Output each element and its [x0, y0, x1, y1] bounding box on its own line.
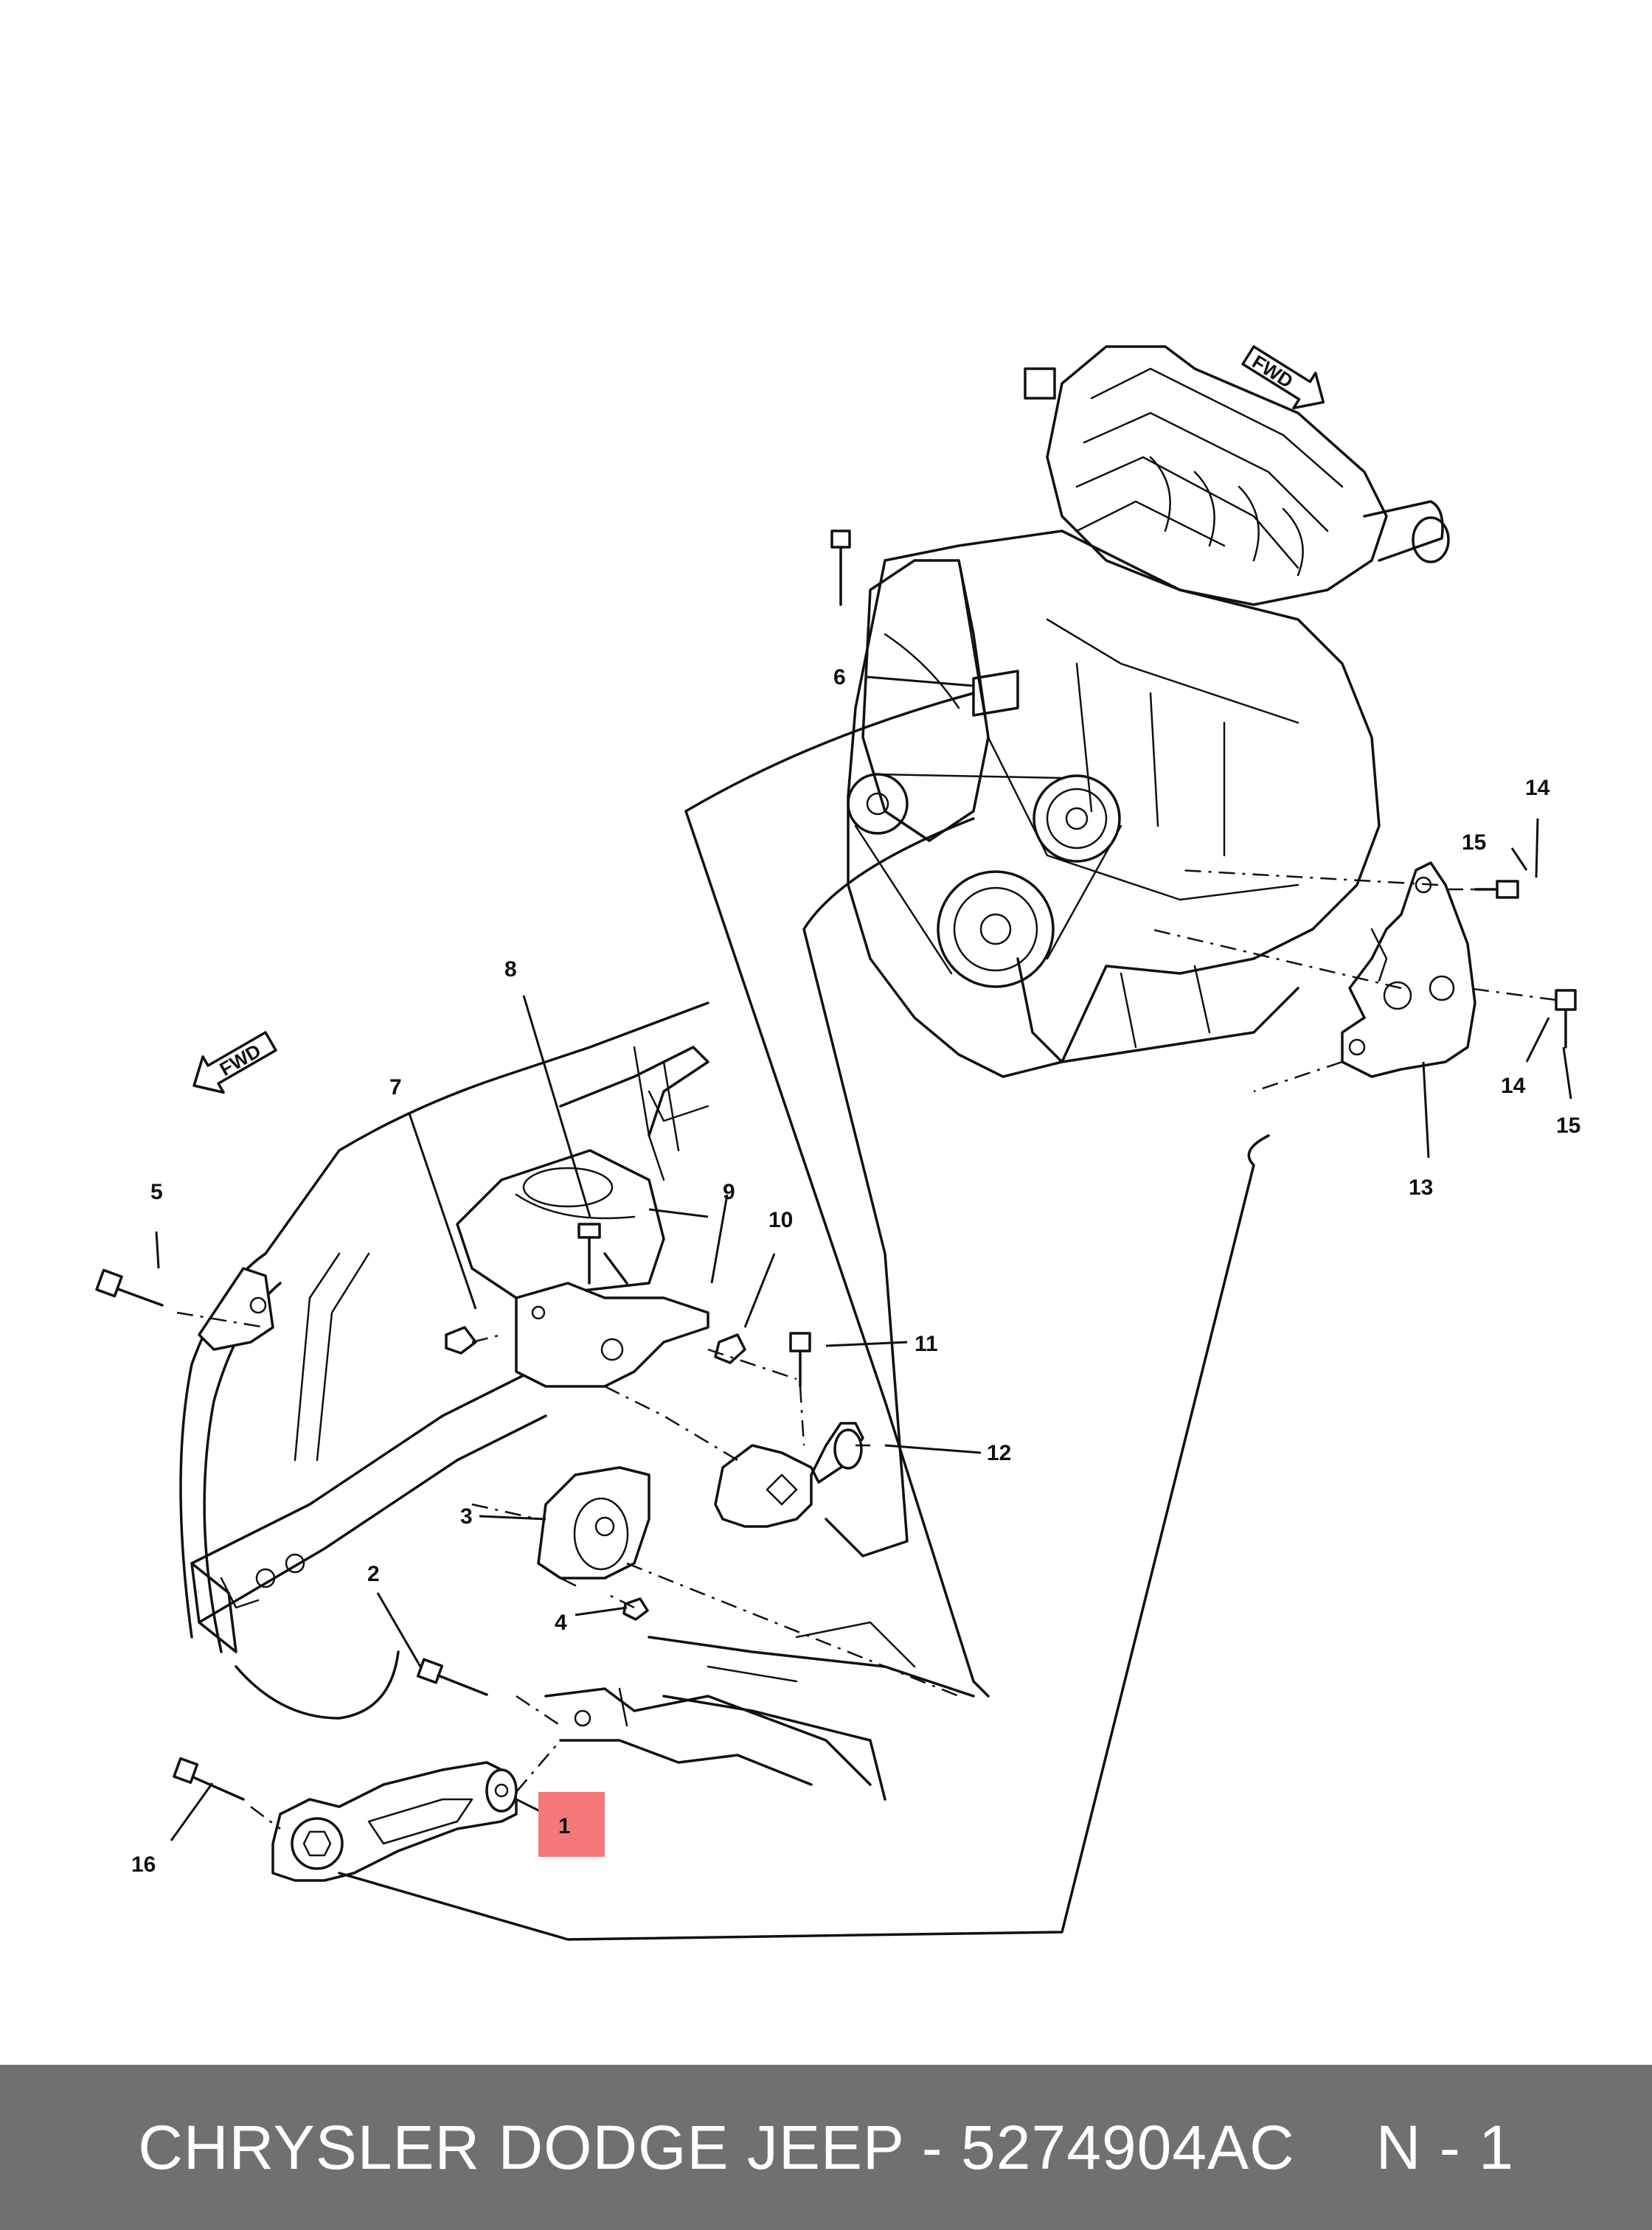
torque-strut-1: [271, 1761, 518, 1882]
callout-14-upper: 14: [1525, 776, 1550, 800]
callout-15-lower: 15: [1556, 1114, 1580, 1138]
callout-6: 6: [833, 665, 846, 690]
bolt-16: [173, 1757, 245, 1801]
front-bracket: [198, 1267, 274, 1351]
footer-page-ref: N - 1: [1375, 2112, 1514, 2182]
callout-2: 2: [367, 1562, 380, 1586]
bolt-11: [789, 1332, 811, 1388]
stud: [603, 1252, 628, 1285]
fwd-label-top-right: FWD: [1249, 350, 1297, 392]
fwd-arrow-left: FWD: [192, 1031, 277, 1094]
footer-bar: CHRYSLER DODGE JEEP - 5274904AC N - 1: [0, 2065, 1652, 2230]
nut-10: [714, 1333, 746, 1364]
frame-rail: [179, 1001, 975, 1801]
callout-3: 3: [460, 1504, 473, 1529]
bolt-8: [577, 1223, 601, 1285]
engine-assembly: [847, 345, 1450, 1078]
alignment-lines: [176, 869, 1557, 1830]
bolt-5: [95, 1268, 164, 1307]
engine-mount-12: [714, 1422, 864, 1528]
mount-bracket-13: [1341, 861, 1476, 1078]
callout-11: 11: [914, 1332, 938, 1356]
engine-mount-3: [537, 1466, 650, 1587]
mount-bracket-9: [515, 1282, 709, 1388]
callout-1-highlight: [538, 1792, 605, 1857]
callout-labels: 1 2 3 4 5 6 7 8 9 10 11 12 13 14 14 15 1…: [131, 665, 1580, 1877]
callout-9: 9: [723, 1180, 735, 1204]
bolt-4: [622, 1597, 649, 1621]
leader-lines: [155, 675, 1572, 1841]
callout-14-lower: 14: [1501, 1074, 1526, 1098]
routing-lines: [338, 692, 1270, 1941]
bolt-14-engine: [830, 529, 851, 606]
parts-diagram: FWD FWD 1 2 3 4 5 6 7 8 9 10 11 12 13 14…: [95, 345, 1580, 1941]
callout-10: 10: [768, 1208, 793, 1232]
bolt-2: [416, 1658, 488, 1696]
bolt-7: [445, 1326, 477, 1355]
callout-7: 7: [389, 1075, 402, 1100]
callout-8: 8: [504, 957, 517, 982]
callout-1: 1: [558, 1814, 571, 1838]
callout-4: 4: [555, 1611, 567, 1635]
bolt-15-lower: [1555, 989, 1577, 1049]
callout-16: 16: [131, 1852, 156, 1877]
callout-5: 5: [150, 1180, 163, 1204]
fwd-label-left: FWD: [215, 1039, 264, 1080]
callout-13: 13: [1409, 1175, 1433, 1200]
footer-part-number: CHRYSLER DODGE JEEP - 5274904AC: [138, 2112, 1295, 2182]
callout-15-upper: 15: [1462, 830, 1486, 855]
callout-12: 12: [987, 1441, 1011, 1465]
